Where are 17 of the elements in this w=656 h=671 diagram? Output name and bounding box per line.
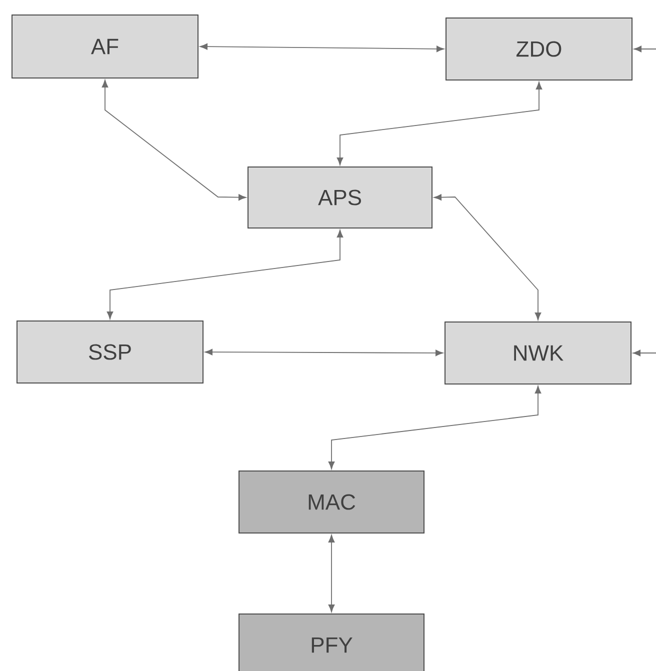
layer-box: MAC — [238, 470, 424, 534]
arrow — [200, 43, 444, 52]
arrow — [328, 534, 335, 612]
arrow — [106, 230, 344, 320]
arrow — [336, 82, 542, 166]
arrow — [632, 350, 656, 356]
layer-box: AF — [12, 14, 198, 78]
layer-box: SSP — [16, 320, 204, 384]
arrow — [204, 348, 444, 356]
layer-box: PFY — [238, 614, 424, 671]
layer-box: APS — [248, 166, 432, 228]
arrow — [434, 194, 542, 320]
arrow — [328, 386, 542, 470]
arrow — [102, 80, 246, 200]
layer-box: NWK — [444, 322, 632, 384]
arrow — [634, 46, 656, 52]
layer-box: ZDO — [446, 18, 632, 80]
